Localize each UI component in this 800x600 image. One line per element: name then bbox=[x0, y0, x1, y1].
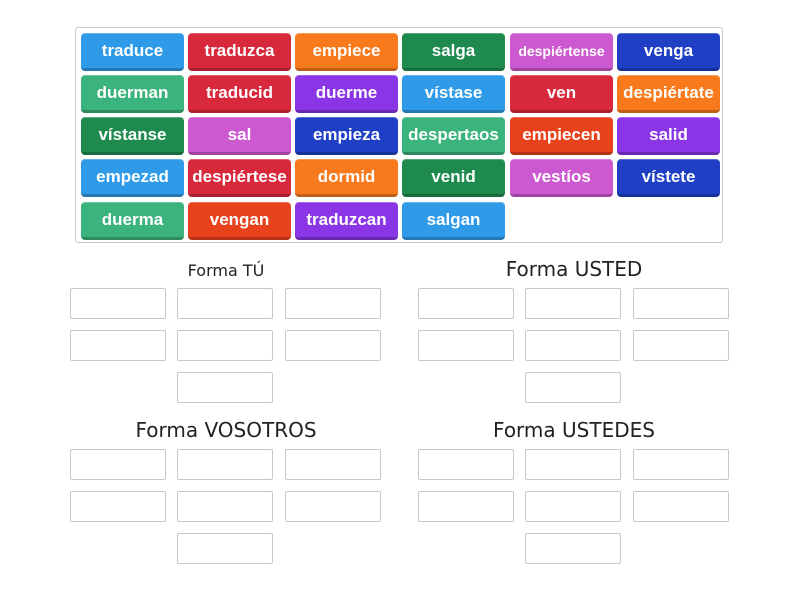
group-title-ustedes: Forma USTEDES bbox=[493, 418, 655, 442]
drop-slot[interactable] bbox=[418, 330, 514, 361]
word-tile[interactable]: vístase bbox=[402, 75, 505, 113]
drop-slot[interactable] bbox=[70, 330, 166, 361]
word-tile[interactable]: duerman bbox=[81, 75, 184, 113]
drop-slot[interactable] bbox=[177, 533, 273, 564]
group-title-vosotros: Forma VOSOTROS bbox=[135, 418, 317, 442]
word-tile[interactable]: empezad bbox=[81, 159, 184, 197]
group-title-tu: Forma TÚ bbox=[187, 261, 265, 280]
word-tile[interactable]: duerma bbox=[81, 202, 184, 240]
drop-slot[interactable] bbox=[177, 288, 273, 319]
drop-slot[interactable] bbox=[525, 372, 621, 403]
drop-slot[interactable] bbox=[70, 288, 166, 319]
word-tile[interactable]: sal bbox=[188, 117, 291, 155]
word-tile[interactable]: empiecen bbox=[510, 117, 613, 155]
drop-slot[interactable] bbox=[177, 449, 273, 480]
drop-slot[interactable] bbox=[525, 491, 621, 522]
drop-slot[interactable] bbox=[285, 491, 381, 522]
drop-slot[interactable] bbox=[633, 491, 729, 522]
drop-slot[interactable] bbox=[633, 288, 729, 319]
word-tile[interactable]: traducid bbox=[188, 75, 291, 113]
word-tile[interactable]: vestíos bbox=[510, 159, 613, 197]
drop-slot[interactable] bbox=[285, 449, 381, 480]
word-tile[interactable]: salgan bbox=[402, 202, 505, 240]
drop-slot[interactable] bbox=[525, 288, 621, 319]
word-tile[interactable]: despiértese bbox=[188, 159, 291, 197]
drop-slot[interactable] bbox=[285, 330, 381, 361]
word-tile[interactable]: salid bbox=[617, 117, 720, 155]
word-tile[interactable]: venid bbox=[402, 159, 505, 197]
word-tile[interactable]: empieza bbox=[295, 117, 398, 155]
word-tile[interactable]: vístanse bbox=[81, 117, 184, 155]
drop-slot[interactable] bbox=[525, 533, 621, 564]
word-tile[interactable]: vengan bbox=[188, 202, 291, 240]
drop-slot[interactable] bbox=[177, 330, 273, 361]
drop-slot[interactable] bbox=[70, 449, 166, 480]
word-tile[interactable]: venga bbox=[617, 33, 720, 71]
word-tile[interactable]: dormid bbox=[295, 159, 398, 197]
drop-slot[interactable] bbox=[418, 449, 514, 480]
word-tile[interactable]: despiértense bbox=[510, 33, 613, 71]
word-tile[interactable]: traduzca bbox=[188, 33, 291, 71]
word-tile[interactable]: empiece bbox=[295, 33, 398, 71]
drop-slot[interactable] bbox=[285, 288, 381, 319]
word-tile[interactable]: despiértate bbox=[617, 75, 720, 113]
word-tile[interactable]: traduzcan bbox=[295, 202, 398, 240]
word-tile[interactable]: duerme bbox=[295, 75, 398, 113]
drop-slot[interactable] bbox=[633, 449, 729, 480]
drop-slot[interactable] bbox=[177, 491, 273, 522]
word-tile[interactable]: ven bbox=[510, 75, 613, 113]
drop-slot[interactable] bbox=[525, 330, 621, 361]
drop-slot[interactable] bbox=[418, 288, 514, 319]
drop-slot[interactable] bbox=[525, 449, 621, 480]
drop-slot[interactable] bbox=[177, 372, 273, 403]
word-tile[interactable]: salga bbox=[402, 33, 505, 71]
word-tile[interactable]: vístete bbox=[617, 159, 720, 197]
word-tile[interactable]: traduce bbox=[81, 33, 184, 71]
drop-slot[interactable] bbox=[418, 491, 514, 522]
word-tile[interactable]: despertaos bbox=[402, 117, 505, 155]
drop-slot[interactable] bbox=[70, 491, 166, 522]
drop-slot[interactable] bbox=[633, 330, 729, 361]
group-title-usted: Forma USTED bbox=[505, 257, 643, 281]
